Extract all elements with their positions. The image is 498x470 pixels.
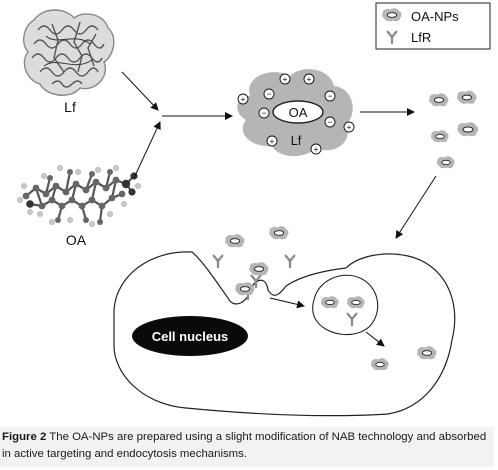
svg-text:+: +: [314, 144, 319, 154]
oa-nanoparticle-detail: OA Lf: [237, 69, 353, 157]
svg-text:+: +: [270, 136, 275, 146]
svg-text:+: +: [283, 74, 288, 84]
figure-caption: Figure 2 The OA-NPs are prepared using a…: [0, 427, 494, 467]
svg-text:−: −: [266, 89, 271, 99]
cell-nucleus: [132, 316, 248, 356]
lactoferrin-structure-icon: [23, 9, 115, 96]
arrow-particles-to-cell: [395, 175, 437, 239]
positive-charge-icons: + + + + + +: [237, 73, 355, 155]
arrow-vesicle-release: [365, 331, 385, 347]
svg-text:−: −: [327, 117, 332, 127]
svg-text:+: +: [241, 94, 246, 104]
svg-text:−: −: [327, 91, 332, 101]
caption-text: The OA-NPs are prepared using a slight m…: [2, 431, 487, 460]
svg-text:+: +: [347, 122, 352, 132]
legend-lfr-label: LfR: [411, 30, 431, 45]
endosome-vesicle: [312, 274, 379, 336]
oleanolic-acid-molecule-icon: [17, 165, 141, 227]
svg-text:+: +: [307, 74, 312, 84]
cell-nucleus-label: Cell nucleus: [152, 329, 229, 344]
oa-label: OA: [66, 232, 87, 248]
arrow-into-vesicle: [269, 297, 305, 309]
caption-figure-label: Figure 2: [2, 431, 47, 443]
legend-oa-nps-label: OA-NPs: [411, 9, 459, 24]
svg-text:−: −: [261, 108, 266, 118]
np-oa-label: OA: [289, 105, 308, 120]
np-lf-label: Lf: [291, 133, 302, 148]
nanoparticle-icon: [381, 7, 402, 22]
lf-label: Lf: [64, 99, 76, 115]
arrow-oa-to-mix: [133, 121, 161, 179]
arrow-lf-to-mix: [121, 71, 159, 111]
negative-charge-icons: − − − −: [258, 88, 336, 128]
nanoparticle-cluster: [428, 90, 479, 169]
diagram-canvas: Lf: [17, 2, 491, 417]
legend: OA-NPs LfR: [375, 2, 491, 50]
